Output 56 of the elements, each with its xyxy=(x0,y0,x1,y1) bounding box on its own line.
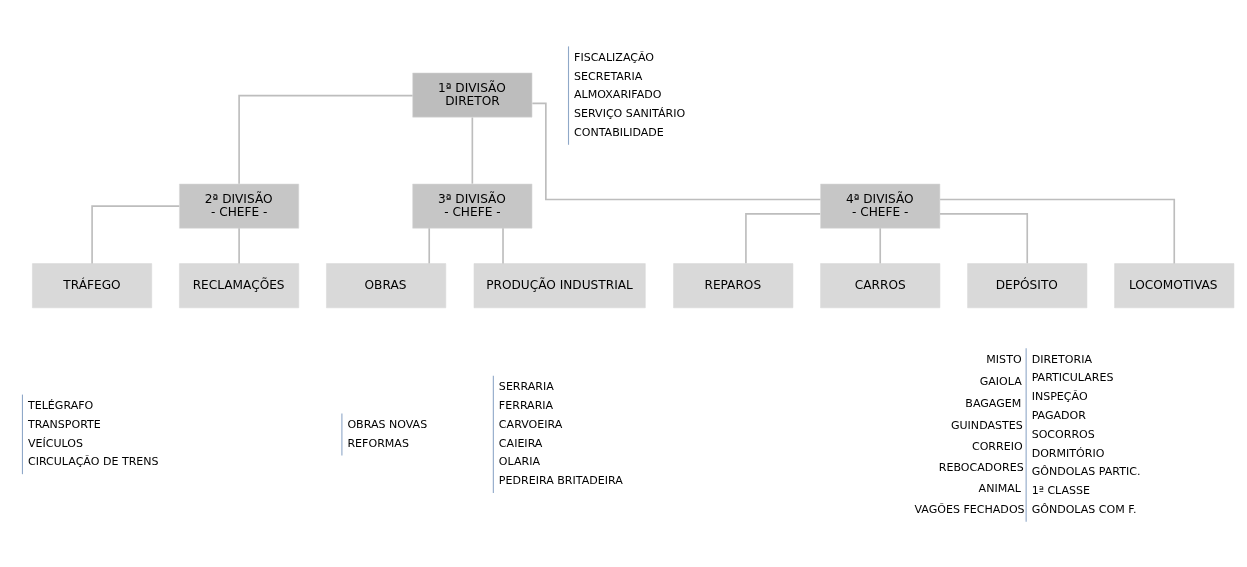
connector xyxy=(428,227,431,265)
node-label: GÔNDOLAS PARTIC. xyxy=(1031,465,1141,479)
node-box: 2ª DIVISÃO - CHEFE - xyxy=(179,183,300,229)
node-box: PRODUÇÃO INDUSTRIAL xyxy=(473,263,646,309)
node-label: SERVIÇO SANITÁRIO xyxy=(574,107,686,121)
node-label: OBRAS NOVAS xyxy=(347,417,428,431)
node-box: LOCOMOTIVAS xyxy=(1114,263,1235,309)
node-box: 1ª DIVISÃO DIRETOR xyxy=(412,72,533,118)
node-label: FERRARIA xyxy=(498,398,554,412)
node-label: INSPEÇÃO xyxy=(1031,390,1088,404)
node-label: DIRETORIA xyxy=(1031,352,1093,366)
node-label: REFORMAS xyxy=(347,436,409,450)
node-label: TELÉGRAFO xyxy=(27,398,94,412)
node-label: MISTO xyxy=(986,353,1022,367)
connector xyxy=(502,227,504,265)
node-label: PARTICULARES xyxy=(1031,371,1114,385)
node-label: ALMOXARIFADO xyxy=(574,88,662,102)
node-label: PAGADOR xyxy=(1031,408,1086,422)
connector xyxy=(238,227,240,265)
connector xyxy=(471,116,474,185)
node-box: TRÁFEGO xyxy=(32,263,153,309)
node-label: CIRCULAÇÃO DE TRENS xyxy=(27,455,159,469)
node-label: 1ª CLASSE xyxy=(1031,484,1091,498)
connector xyxy=(939,198,1176,265)
node-box: REPAROS xyxy=(673,263,794,309)
connector xyxy=(879,227,882,265)
node-label: GUINDASTES xyxy=(950,418,1023,432)
node-label: FISCALIZAÇÃO xyxy=(574,50,655,64)
node-label: CAIEIRA xyxy=(498,436,543,450)
node-box: CARROS xyxy=(820,263,941,309)
connector xyxy=(745,213,821,265)
node-label: VAGÕES FECHADOS xyxy=(914,502,1025,516)
node-label: OLARIA xyxy=(498,455,541,469)
connector xyxy=(939,213,1029,265)
node-box: RECLAMAÇÕES xyxy=(179,263,300,309)
node-box: 4ª DIVISÃO - CHEFE - xyxy=(820,183,941,229)
node-box: OBRAS xyxy=(326,263,447,309)
node-box: DEPÓSITO xyxy=(967,263,1088,309)
node-label: SERRARIA xyxy=(498,380,554,394)
node-label: REBOCADORES xyxy=(938,460,1024,474)
node-label: PEDREIRA BRITADEIRA xyxy=(498,474,623,488)
node-label: CORREIO xyxy=(971,439,1023,453)
connector xyxy=(91,205,181,265)
node-label: CONTABILIDADE xyxy=(574,125,664,139)
node-label: GAIOLA xyxy=(979,375,1022,389)
node-label: GÔNDOLAS COM F. xyxy=(1031,502,1137,516)
connector xyxy=(238,94,414,185)
node-label: SOCORROS xyxy=(1031,427,1095,441)
node-label: SECRETARIA xyxy=(574,69,643,83)
node-label: TRANSPORTE xyxy=(27,417,101,431)
node-box: 3ª DIVISÃO - CHEFE - xyxy=(412,183,533,229)
node-label: CARVOEIRA xyxy=(498,417,563,431)
node-label: BAGAGEM xyxy=(965,397,1022,411)
node-label: DORMITÓRIO xyxy=(1031,446,1105,460)
node-label: VEÍCULOS xyxy=(27,436,84,450)
node-label: ANIMAL xyxy=(978,481,1021,495)
